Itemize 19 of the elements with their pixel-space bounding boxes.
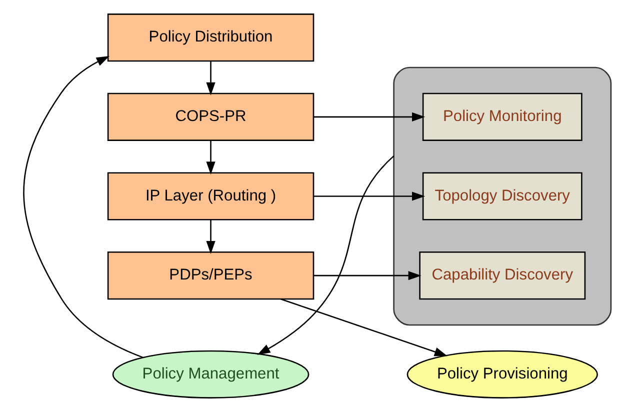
node-box: COPS-PR	[106, 92, 314, 140]
arrow	[22, 56, 143, 358]
arrow	[280, 298, 448, 356]
arrow	[206, 60, 215, 95]
node-box: Policy Monitoring	[422, 92, 582, 140]
node-box: PDPs/PEPs	[106, 251, 314, 300]
node-ellipse: Policy Management	[112, 350, 309, 398]
arrow	[206, 219, 215, 254]
node-box: Topology Discovery	[422, 172, 582, 220]
node-box: Capability Discovery	[418, 251, 586, 300]
node-box: IP Layer (Routing )	[106, 172, 314, 220]
arrow	[256, 154, 394, 354]
arrow	[313, 112, 425, 121]
arrow	[313, 270, 421, 280]
arrow	[313, 191, 425, 200]
node-ellipse: Policy Provisioning	[406, 350, 598, 398]
node-box: Policy Distribution	[106, 13, 314, 62]
cluster	[392, 66, 612, 326]
arrow	[206, 140, 215, 174]
